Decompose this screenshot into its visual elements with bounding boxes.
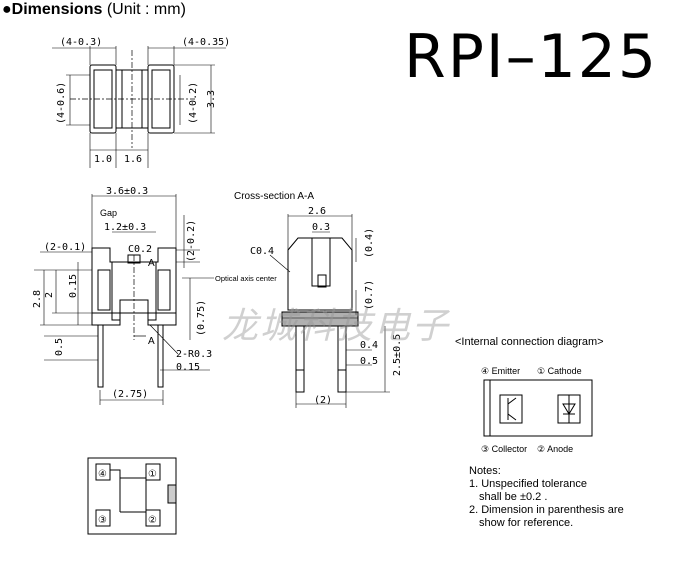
front-view [34,194,214,405]
notes-block: Notes: 1. Unspecified tolerance shall be… [469,465,624,530]
dim-3-3: 3.3 [206,90,217,108]
pin-3: ③ [98,515,107,526]
label-anode: ② Anode [537,444,573,454]
note-line-1: 1. Unspecified tolerance [469,478,588,490]
dim-2-75: (2.75) [112,389,148,400]
pin-2: ② [148,515,157,526]
dim-0-15-right: 0.15 [176,362,200,373]
header-unit: (Unit : mm) [106,1,186,18]
dim-1-6: 1.6 [124,154,142,165]
notes-title: Notes: [469,465,501,477]
note-line-3: 2. Dimension in parenthesis are [469,504,624,516]
watermark: 龙城科技电子 [222,306,451,347]
note-line-4: show for reference. [479,517,574,529]
pin-1: ① [148,469,157,480]
connection-title: <Internal connection diagram> [455,336,604,348]
dim-1-0: 1.0 [94,154,112,165]
top-view [52,46,226,168]
dim-2: 2 [44,292,55,298]
section-mark-a-bottom: A [148,336,155,347]
dim-4-0-3: (4-0.3) [60,37,102,48]
dim-0-75: (0.75) [196,300,207,336]
dim-0-15-left: 0.15 [68,274,79,298]
connection-diagram [483,379,593,437]
label-collector: ③ Collector [481,444,527,454]
optical-axis-label: Optical axis center [215,274,277,283]
cross-section-view [269,214,390,408]
dim-4-0-35: (4-0.35) [182,37,230,48]
dim-3-6: 3.6±0.3 [106,186,148,197]
dim-4-0-6: (4-0.6) [56,82,67,124]
model-number: RPI–125 [404,22,659,92]
dim-2-0-1: (2-0.1) [44,242,86,253]
note-line-2: shall be ±0.2 . [479,491,548,503]
pin-4: ④ [98,469,107,480]
dim-2-paren: (2) [314,395,332,406]
dim-0-3: 0.3 [312,222,330,233]
dim-c0-4: C0.4 [250,246,274,257]
dim-1-2: 1.2±0.3 [104,222,146,233]
dim-0-7: (0.7) [364,280,375,310]
dim-2-r0-3: 2-R0.3 [176,349,212,360]
dim-4-0-2: (4-0.2) [188,82,199,124]
dim-2-0-2: (2-0.2) [186,220,197,262]
dim-0-5-cs: 0.5 [360,356,378,367]
dim-c0-2: C0.2 [128,244,152,255]
dim-2-6: 2.6 [308,206,326,217]
header-title: Dimensions [11,1,103,18]
label-emitter: ④ Emitter [481,366,520,376]
dim-0-5: 0.5 [54,338,65,356]
label-cathode: ① Cathode [537,366,582,376]
bottom-view [87,457,177,535]
cross-section-title: Cross-section A-A [234,191,314,202]
label-gap: Gap [100,208,117,218]
section-mark-a-top: A [148,258,155,269]
dim-2-8: 2.8 [32,290,43,308]
dim-0-4: 0.4 [360,340,378,351]
dim-0-4-paren: (0.4) [364,228,375,258]
bullet: ● [2,1,12,18]
dimensions-header: ●Dimensions (Unit : mm) [2,0,186,20]
dim-2-5: 2.5±0.5 [392,334,403,376]
